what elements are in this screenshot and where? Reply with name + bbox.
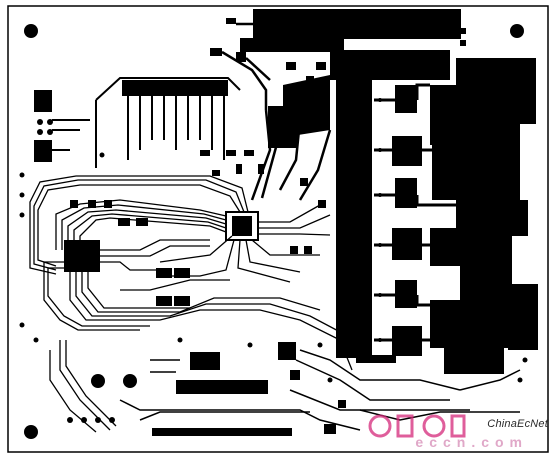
small-components	[200, 18, 466, 176]
header-body	[122, 80, 228, 96]
connector-pad	[34, 90, 52, 112]
mounting-hole	[91, 374, 105, 388]
vias	[19, 98, 528, 423]
copper-pour-column	[336, 78, 374, 358]
power-traces	[374, 83, 456, 342]
mosfet	[395, 178, 417, 208]
power-block	[456, 58, 536, 124]
mounting-hole	[123, 374, 137, 388]
watermark-url-text: eccn.com	[415, 434, 528, 450]
mosfet	[392, 326, 422, 356]
copper-pour-foot	[356, 355, 396, 363]
mosfet	[392, 228, 422, 260]
bottom-bus	[152, 428, 292, 436]
connector-pad	[34, 140, 52, 162]
power-copper-pour	[240, 9, 461, 358]
mounting-hole	[24, 24, 38, 38]
bottom-section	[152, 342, 346, 436]
mid-components	[70, 178, 326, 306]
bottom-traces	[119, 349, 521, 431]
mosfet	[395, 280, 417, 308]
header-traces	[52, 77, 241, 168]
copper-pour-top	[253, 9, 461, 39]
top-traces	[221, 22, 332, 201]
mcu-main	[225, 211, 259, 241]
copper-pour-neck	[330, 50, 450, 80]
driver-traces	[43, 239, 353, 433]
mounting-holes	[24, 24, 524, 439]
power-block	[430, 228, 512, 266]
connector-header	[34, 80, 228, 162]
mounting-hole	[510, 24, 524, 38]
watermark-logo-icon	[368, 414, 466, 438]
mosfet	[392, 136, 422, 166]
mcu-fanout	[29, 175, 331, 283]
power-block	[508, 284, 538, 350]
bottom-header	[176, 380, 268, 394]
mounting-hole	[24, 425, 38, 439]
mcu-chip	[232, 216, 252, 236]
driver-chip	[64, 240, 100, 272]
watermark-brand-text: ChinaEcNet	[487, 418, 548, 430]
mosfet	[395, 85, 417, 113]
power-block	[434, 150, 494, 190]
copper-pour-block	[268, 106, 298, 148]
power-block	[444, 346, 504, 374]
driver-ic	[64, 240, 100, 272]
copper-pour-bar	[240, 38, 344, 52]
